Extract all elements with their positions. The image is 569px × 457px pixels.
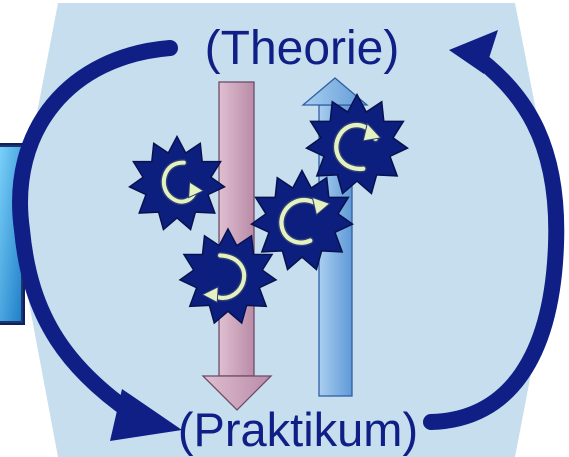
right-cycle-arrow — [423, 44, 565, 430]
top-label: (Theorie) — [205, 22, 400, 75]
left-cycle-arrowhead — [110, 389, 182, 441]
bottom-label: (Praktikum) — [178, 403, 418, 456]
left-cycle-arrow — [12, 40, 178, 433]
gear-cycle-icon-upper-right — [305, 92, 409, 195]
right-cycle-arrowhead — [449, 30, 498, 74]
gear-cycle-icon-middle-right — [250, 168, 354, 271]
gear-cycle-icon-lower-left — [178, 227, 278, 325]
gear-cycle-icon-upper-left — [128, 134, 226, 231]
down-arrow — [201, 81, 273, 411]
